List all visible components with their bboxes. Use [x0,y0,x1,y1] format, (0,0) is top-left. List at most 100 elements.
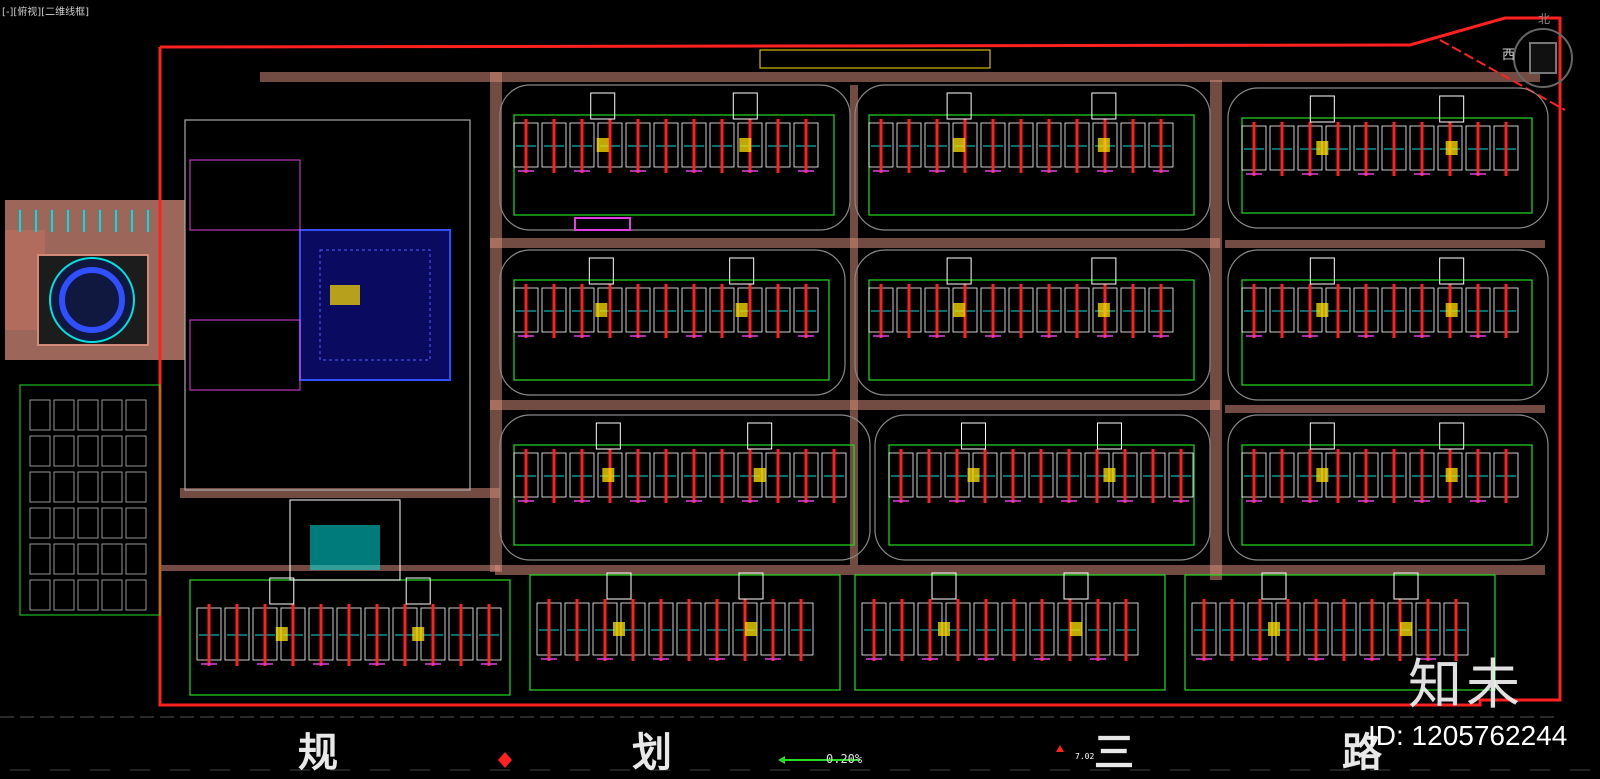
parking-stall [101,543,123,575]
stair-core [961,422,987,450]
viewcube-face[interactable] [1529,42,1557,74]
site-boundary-line [0,16,1566,718]
road-segment [490,72,502,572]
column-mark [1075,119,1079,173]
core-label-mark [953,303,966,317]
column-mark [1019,119,1023,173]
viewcube-icon[interactable] [1513,28,1573,88]
parking-stall [53,435,75,467]
column-mark [1476,122,1480,176]
watermark-logo: 知未 [1408,653,1524,716]
pool-tiles [319,249,431,361]
core-label-mark [1316,468,1329,482]
stair-core [1091,257,1117,285]
column-mark [899,449,903,503]
parking-stall [29,399,51,431]
core-label-mark [967,468,980,482]
column-mark [1280,449,1284,503]
parking-stall [53,399,75,431]
column-mark [991,119,995,173]
landscape-feature [574,217,631,231]
block-outline [1227,414,1549,561]
column-mark [1336,122,1340,176]
column-mark [636,449,640,503]
column-mark [347,604,351,666]
column-mark [799,599,803,661]
stair-core [1393,572,1419,600]
core-label-mark [938,622,950,636]
parking-stall [53,579,75,611]
elevation-marker [498,752,512,768]
column-mark [804,119,808,173]
core-label-mark [1445,141,1458,155]
column-mark [1308,284,1312,338]
parking-area [19,384,161,616]
parking-stall [77,435,99,467]
green-footprint [513,279,830,381]
core-label-mark [602,468,615,482]
parking-stall [125,435,147,467]
core-label-mark [1268,622,1280,636]
column-mark [1047,284,1051,338]
compass-north-label[interactable]: 北 [1538,12,1551,26]
column-mark [935,119,939,173]
parking-stall [101,579,123,611]
column-mark [879,119,883,173]
parking-stall [125,471,147,503]
parking-stall [125,543,147,575]
stair-core [946,92,972,120]
core-label-mark [745,622,757,636]
road-segment [1225,240,1545,248]
column-mark [552,284,556,338]
block-outline [1227,249,1549,401]
column-mark [1364,449,1368,503]
column-mark [235,604,239,666]
column-mark [659,599,663,661]
compass-west-label[interactable]: 西 [1502,48,1516,63]
parking-stall [77,543,99,575]
parking-boundary [19,384,161,616]
parking-stall [125,507,147,539]
green-footprint [513,114,835,216]
column-mark [1420,284,1424,338]
column-mark [879,284,883,338]
column-mark [1202,599,1206,661]
block-outline [499,414,871,561]
elevation-triangle [1056,745,1064,752]
column-mark [771,599,775,661]
block-outline [874,414,1211,561]
column-mark [1252,449,1256,503]
elevation-label: 7.02 [1075,752,1095,761]
retail-unit [189,319,301,391]
parking-stall [29,471,51,503]
column-mark [1314,599,1318,661]
column-mark [1131,284,1135,338]
column-mark [955,449,959,503]
column-mark [776,449,780,503]
column-mark [1364,284,1368,338]
south-block-outline [854,574,1166,691]
column-mark [1252,122,1256,176]
column-mark [1067,449,1071,503]
column-mark [1392,284,1396,338]
column-mark [804,449,808,503]
column-mark [1370,599,1374,661]
column-mark [524,449,528,503]
core-label-mark [1097,303,1110,317]
column-mark [664,284,668,338]
setback-line [1439,39,1566,111]
entry-building [289,499,401,581]
column-mark [636,284,640,338]
viewport-label[interactable]: [-][俯视][二维线框] [2,7,90,18]
column-mark [1420,449,1424,503]
road-name-char-3: 三 [1094,730,1134,776]
road-name-char-1: 规 [298,730,338,776]
column-mark [900,599,904,661]
parking-stall [101,507,123,539]
core-label-mark [753,468,766,482]
column-mark [263,604,267,666]
entry-canopy [310,525,380,570]
column-mark [291,604,295,666]
green-footprint [513,444,855,546]
